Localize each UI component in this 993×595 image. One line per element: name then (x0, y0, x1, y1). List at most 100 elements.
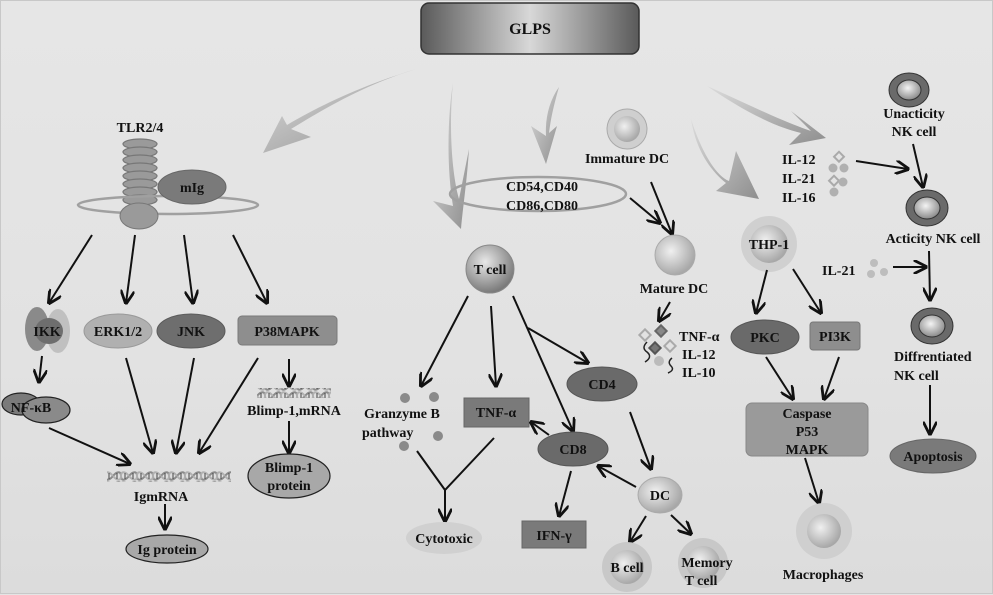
svg-text:CD4: CD4 (588, 378, 615, 393)
svg-text:THP-1: THP-1 (749, 238, 789, 253)
arrow-tcell-to-cd8 (512, 295, 573, 431)
svg-text:B cell: B cell (610, 561, 643, 576)
ig-protein-node: Ig protein (125, 534, 209, 564)
arrow-tcell-to-cd4 (527, 327, 588, 363)
tnf-alpha-box: TNF-α (463, 397, 530, 428)
mature-dc-label: Mature DC (640, 282, 709, 297)
svg-text:T cell: T cell (474, 263, 507, 278)
nk-cytokine-il12: IL-12 (782, 153, 815, 168)
arrow-cd8-to-tnf (531, 422, 550, 436)
immature-dc-label: Immature DC (585, 152, 669, 167)
blimp-mrna-label: Blimp-1,mRNA (247, 404, 342, 419)
igmrna-label: IgmRNA (134, 490, 189, 505)
arrow-tcell-to-tnf (491, 305, 496, 386)
svg-text:Apoptosis: Apoptosis (903, 450, 963, 465)
svg-text:MAPK: MAPK (786, 443, 829, 458)
mig-node: mIg (157, 169, 227, 205)
nk-cytokines-icon (827, 150, 849, 197)
arrow-erk-to-igmrna (125, 357, 153, 453)
svg-text:Ig protein: Ig protein (137, 543, 196, 558)
glps-box: GLPS (420, 2, 640, 55)
granzyme-dots-icon (399, 392, 443, 451)
dc-cytokine-il12: IL-12 (682, 348, 715, 363)
ifn-gamma-box: IFN-γ (521, 520, 587, 549)
apoptosis-node: Apoptosis (889, 438, 977, 474)
il21-label: IL-21 (822, 264, 855, 279)
granzyme-label-1: Granzyme B (364, 407, 440, 422)
svg-text:Caspase: Caspase (782, 407, 831, 422)
svg-text:PI3K: PI3K (819, 330, 851, 345)
cd8-node: CD8 (537, 431, 609, 467)
big-arrow-to-nk (707, 86, 826, 145)
igmrna-dna-icon (107, 471, 231, 482)
diff-nk-icon (910, 307, 954, 345)
granzyme-label-2: pathway (362, 426, 413, 441)
arrow-to-jnk (183, 234, 193, 303)
arrow-p38-to-igmrna (199, 357, 259, 453)
svg-text:IKK: IKK (33, 325, 60, 340)
arrow-to-p38 (232, 234, 267, 303)
svg-text:P38MAPK: P38MAPK (254, 325, 319, 340)
arrow-to-macrophages (804, 457, 819, 503)
arrow-dc-to-memory (670, 514, 691, 534)
svg-text:CD8: CD8 (559, 443, 586, 458)
nk-cytokine-il16: IL-16 (782, 191, 815, 206)
arrow-markers-to-mature (629, 197, 660, 223)
svg-text:DC: DC (650, 489, 670, 504)
arrow-dc-to-bcell (630, 515, 647, 542)
svg-text:Memory: Memory (681, 556, 732, 571)
macrophage-icon (796, 503, 852, 559)
arrow-to-ikk (49, 234, 93, 303)
glps-label: GLPS (509, 21, 551, 38)
arrow-pkc-to-effectors (765, 356, 793, 399)
big-arrow-to-cd-markers (531, 87, 559, 164)
immature-dc-icon (606, 108, 648, 150)
jnk-node: JNK (156, 313, 226, 349)
cd-markers-ring: CD54,CD40 CD86,CD80 (448, 175, 628, 214)
arrow-to-erk (126, 234, 136, 303)
big-arrow-to-tcell (433, 83, 469, 229)
diff-nk-label-1: Diffrentiated (894, 350, 972, 365)
pi3k-node: PI3K (809, 321, 861, 351)
tlr-label: TLR2/4 (117, 121, 164, 136)
diff-nk-label-2: NK cell (894, 369, 939, 384)
dc-node: DC (637, 476, 683, 514)
nfkb-node: NF-κB (1, 392, 71, 424)
ikk-node: IKK (25, 307, 70, 353)
b-cell-node: B cell (602, 542, 652, 592)
big-arrow-to-bcell (263, 69, 416, 153)
arrow-immature-to-mature (650, 181, 672, 234)
arrow-cd8-to-ifn (559, 470, 572, 516)
p38mapk-node: P38MAPK (237, 315, 338, 346)
svg-text:TNF-α: TNF-α (476, 406, 517, 421)
cytotoxic-node: Cytotoxic (406, 522, 482, 554)
svg-text:T cell: T cell (685, 574, 718, 589)
svg-text:Blimp-1: Blimp-1 (265, 461, 313, 476)
merge-lines (416, 437, 495, 492)
mature-dc-icon (654, 234, 696, 276)
macrophages-label: Macrophages (783, 568, 864, 583)
svg-text:P53: P53 (796, 425, 819, 440)
dc-cytokine-il10: IL-10 (682, 366, 715, 381)
arrow-dc-to-cd8 (598, 466, 637, 488)
cd4-node: CD4 (566, 366, 638, 402)
arrow-active-to-diff (929, 250, 930, 300)
svg-text:Cytotoxic: Cytotoxic (415, 532, 473, 547)
arrow-unactive-to-active (912, 143, 923, 187)
svg-text:PKC: PKC (750, 331, 780, 346)
memory-t-cell-node: Memory T cell (678, 538, 733, 589)
unactive-nk-icon (888, 72, 930, 108)
blimp-dna-icon (257, 388, 331, 398)
big-arrow-to-thp1 (691, 119, 759, 199)
dc-cytokines-icon (637, 323, 678, 374)
svg-text:IFN-γ: IFN-γ (536, 529, 572, 544)
svg-text:protein: protein (267, 479, 311, 494)
nk-cytokine-il21: IL-21 (782, 172, 815, 187)
pkc-node: PKC (730, 319, 800, 355)
tlr-base (119, 202, 159, 230)
caspase-p53-mapk-box: Caspase P53 MAPK (745, 402, 869, 458)
arrow-tcell-to-granzyme (421, 295, 469, 386)
svg-text:mIg: mIg (180, 181, 204, 196)
